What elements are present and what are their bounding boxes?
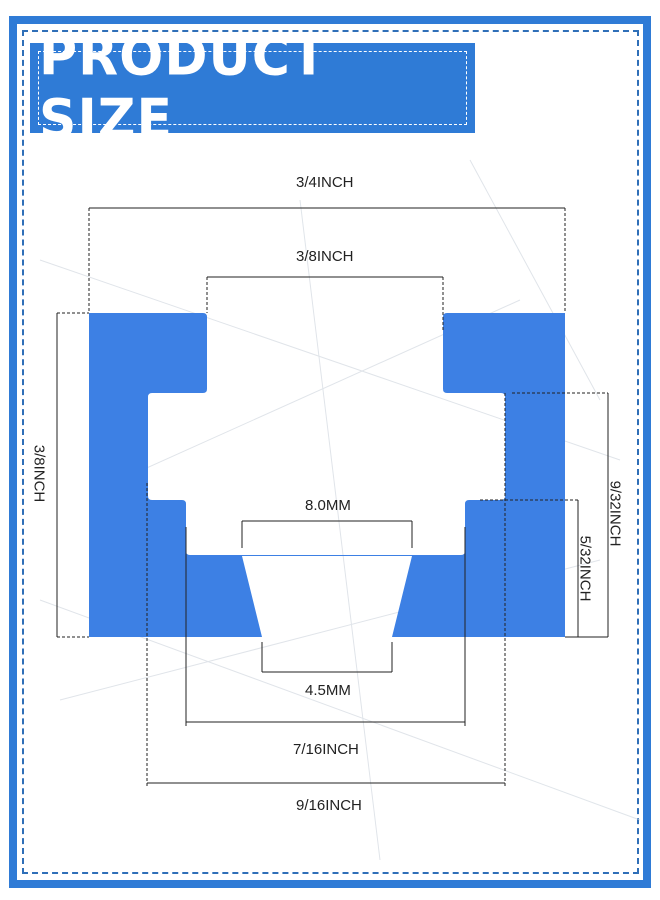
dashed-border bbox=[22, 30, 639, 874]
inner-top-width-label: 8.0MM bbox=[305, 497, 351, 514]
top-opening-label: 3/8INCH bbox=[296, 248, 354, 265]
height-label: 3/8INCH bbox=[30, 444, 48, 503]
page-title: PRODUCT SIZE bbox=[39, 25, 328, 151]
lower-step-height-label: 5/32INCH bbox=[576, 535, 594, 602]
outer-frame bbox=[9, 16, 651, 888]
bottom-opening-label: 4.5MM bbox=[305, 682, 351, 699]
overall-width-label: 3/4INCH bbox=[296, 174, 354, 191]
upper-step-height-label: 9/32INCH bbox=[606, 480, 624, 547]
dimension-lines bbox=[56, 207, 609, 787]
title-banner: PRODUCT SIZE bbox=[30, 25, 475, 151]
profile-shape bbox=[89, 313, 565, 637]
inner-width-label: 7/16INCH bbox=[293, 741, 359, 758]
cavity-width-label: 9/16INCH bbox=[296, 797, 362, 814]
